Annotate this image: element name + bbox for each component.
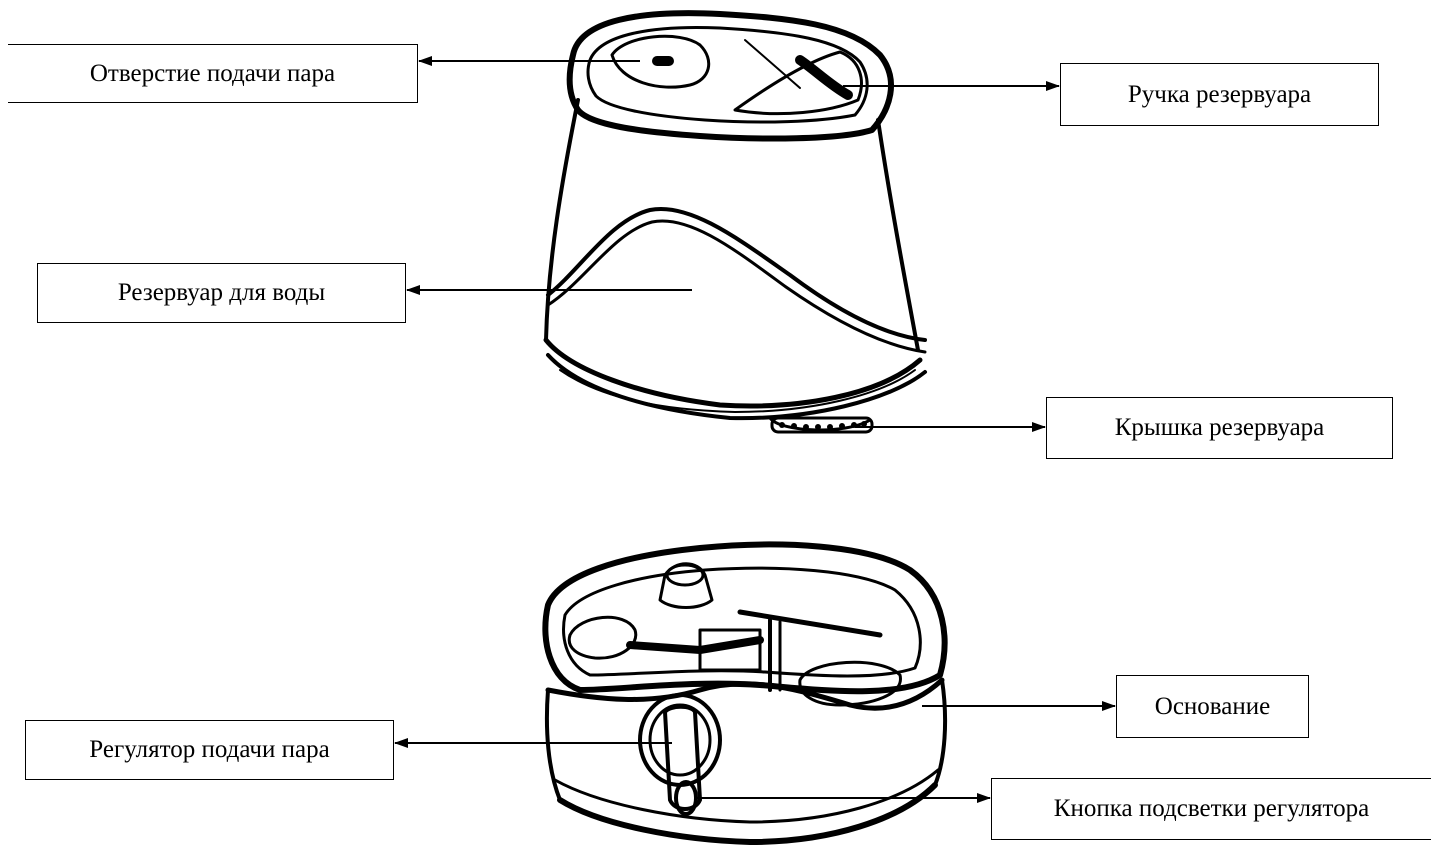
- label-tank-handle: Ручка резервуара: [1060, 63, 1379, 126]
- label-water-tank: Резервуар для воды: [37, 263, 406, 323]
- label-tank-cap: Крышка резервуара: [1046, 397, 1393, 459]
- label-steam-regulator: Регулятор подачи пара: [25, 720, 394, 780]
- tank-top-rim: [570, 13, 891, 138]
- label-tank-handle-text: Ручка резервуара: [1128, 81, 1311, 109]
- tank-wave: [548, 209, 925, 340]
- label-water-tank-text: Резервуар для воды: [118, 279, 325, 307]
- label-steam-outlet: Отверстие подачи пара: [8, 44, 418, 103]
- label-tank-cap-text: Крышка резервуара: [1115, 414, 1325, 442]
- label-steam-outlet-text: Отверстие подачи пара: [90, 60, 335, 88]
- label-steam-regulator-text: Регулятор подачи пара: [89, 736, 329, 764]
- label-light-button: Кнопка подсветки регулятора: [991, 778, 1431, 840]
- label-base-text: Основание: [1155, 693, 1270, 721]
- label-light-button-text: Кнопка подсветки регулятора: [1054, 795, 1369, 823]
- water-tank-drawing: [546, 13, 925, 432]
- label-base: Основание: [1116, 675, 1309, 738]
